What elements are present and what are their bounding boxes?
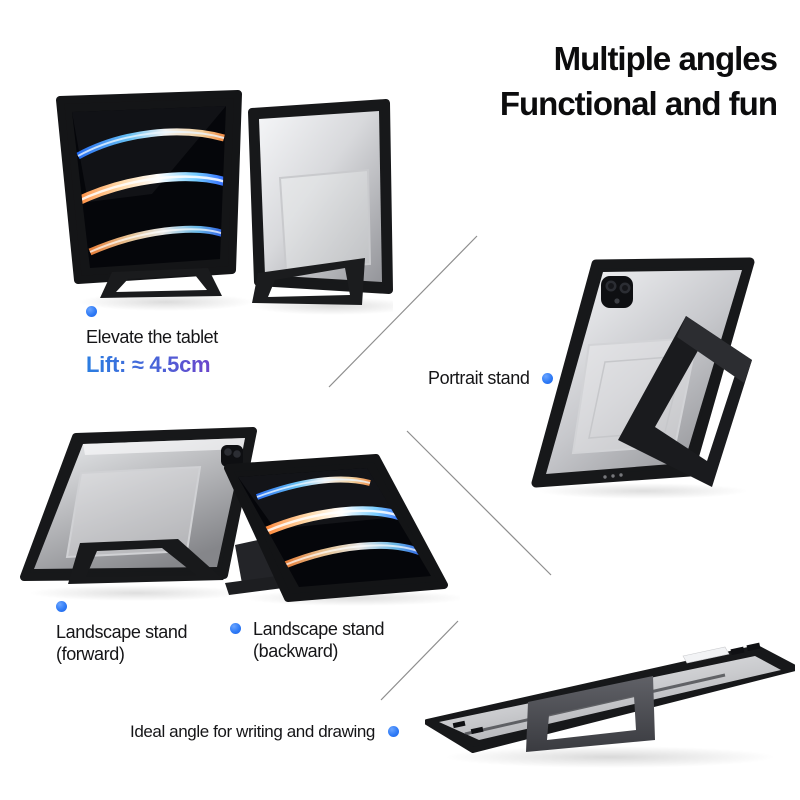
portrait-label: Portrait stand bbox=[428, 368, 530, 388]
landscape-backward-line1: Landscape stand bbox=[253, 619, 385, 639]
landscape-backward-line2: (backward) bbox=[253, 641, 339, 661]
elevate-label: Elevate the tablet bbox=[86, 327, 218, 347]
title-line-2: Functional and fun bbox=[499, 85, 778, 122]
kickstand-ring bbox=[526, 676, 655, 752]
camera-module bbox=[601, 276, 633, 308]
bullet-dot-icon bbox=[387, 726, 399, 737]
lift-value: Lift: ≈ 4.5cm bbox=[86, 352, 218, 378]
shadow bbox=[538, 483, 748, 499]
product-writing-angle bbox=[425, 642, 795, 768]
tablet-back-landscape bbox=[20, 427, 257, 581]
tablet-front-view-elevated bbox=[56, 90, 242, 298]
annotation-landscape-forward: Landscape stand (forward) bbox=[56, 601, 188, 665]
bullet-dot-icon bbox=[56, 601, 67, 612]
tablet-back-view-elevated bbox=[248, 99, 393, 305]
screen bbox=[238, 468, 431, 587]
writing-label: Ideal angle for writing and drawing bbox=[130, 722, 375, 741]
shadow bbox=[29, 585, 245, 601]
landscape-forward-line1: Landscape stand bbox=[56, 622, 188, 642]
bullet-dot-icon bbox=[542, 372, 554, 384]
pencil-slot bbox=[682, 646, 730, 664]
shadow bbox=[445, 746, 775, 768]
side-buttons bbox=[452, 642, 761, 735]
product-landscape-stand-backward bbox=[224, 454, 460, 606]
page-title: Multiple angles Functional and fun bbox=[499, 36, 778, 126]
title-line-1: Multiple angles bbox=[553, 40, 778, 77]
product-portrait-stand bbox=[531, 257, 755, 499]
bullet-dot-icon bbox=[86, 306, 97, 317]
annotation-writing: Ideal angle for writing and drawing bbox=[130, 721, 399, 742]
kickstand-ring bbox=[618, 316, 752, 487]
kickstand-ring bbox=[68, 539, 224, 584]
landscape-forward-line2: (forward) bbox=[56, 644, 125, 664]
kickstand-ring bbox=[100, 268, 222, 298]
product-elevated-stand-pair bbox=[56, 90, 393, 315]
camera-module bbox=[221, 445, 243, 467]
screen-wallpaper-streaks bbox=[72, 106, 226, 256]
tablet-back-portrait bbox=[531, 257, 755, 488]
kickstand-plate-outline bbox=[278, 168, 372, 272]
annotation-portrait: Portrait stand bbox=[428, 367, 554, 389]
annotation-elevate: Elevate the tablet Lift: ≈ 4.5cm bbox=[86, 306, 218, 378]
product-landscape-stand-forward bbox=[20, 427, 257, 601]
annotation-landscape-backward: Landscape stand (backward) bbox=[230, 618, 385, 662]
bullet-dot-icon bbox=[230, 623, 241, 634]
